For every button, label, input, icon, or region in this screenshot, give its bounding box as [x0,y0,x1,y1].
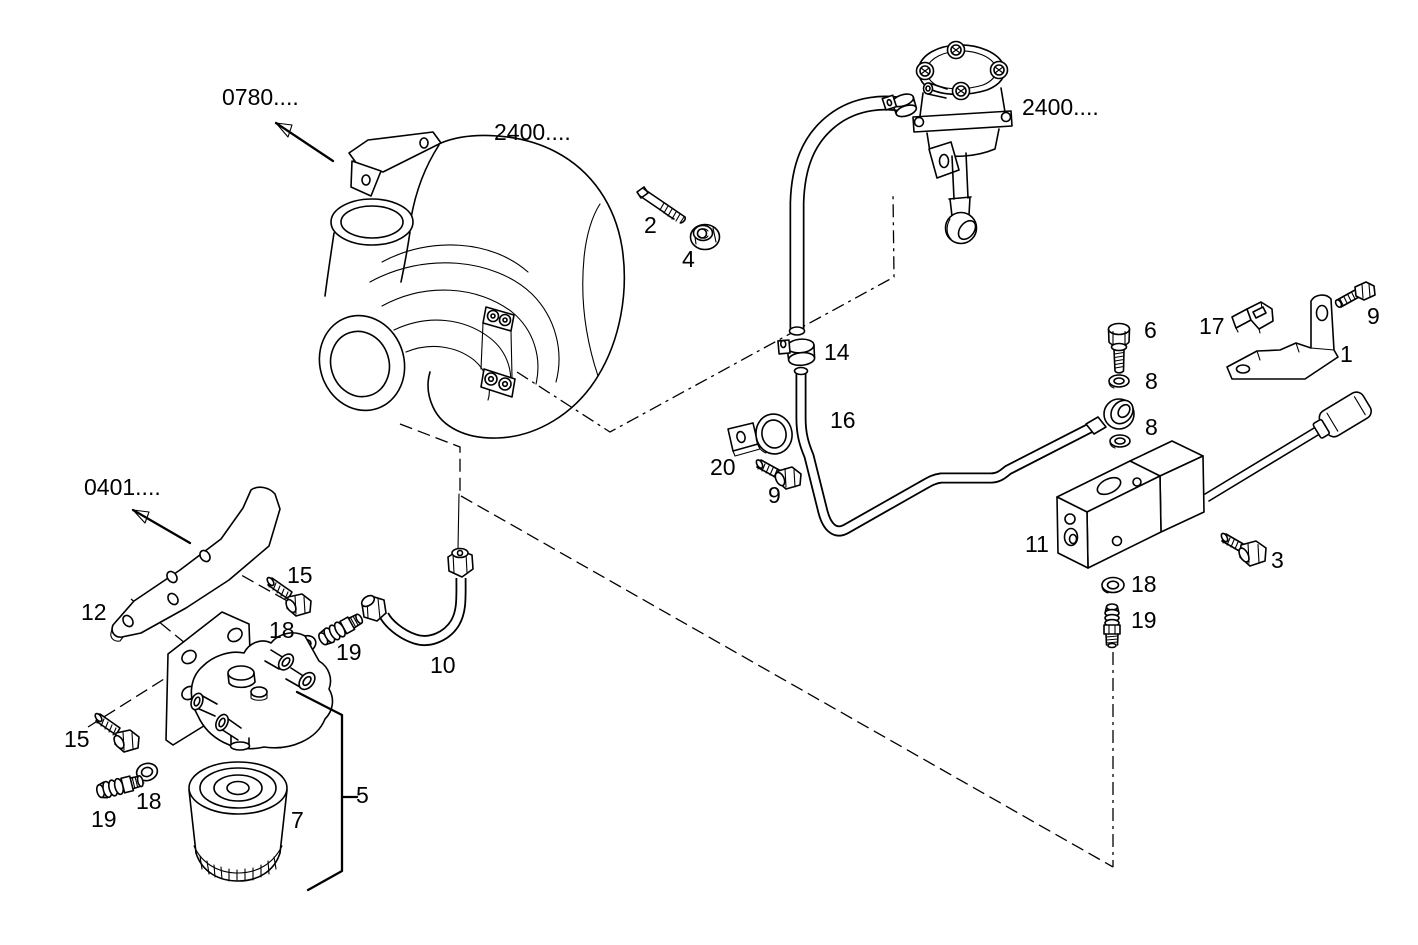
bolt-3 [1220,532,1267,567]
fitting-19-mid [318,613,364,646]
pipe-16 [793,366,1135,537]
fitting-19-left [95,775,144,799]
clip-17 [1231,301,1274,334]
washer-8-upper [1108,374,1130,389]
washer-18-left [135,762,159,784]
washer-18-right [1101,576,1125,594]
filter-cartridge-7 [188,761,288,882]
filter-head [165,611,334,751]
bolt-15-upper [266,576,312,617]
banjo-bolt-6 [1107,322,1131,374]
bracket-1 [1226,294,1339,380]
bolt-9-clamp [755,459,802,490]
bracket-plate-12 [110,486,281,642]
bolt-15-lower [94,712,140,753]
fuel-hose [788,95,915,336]
arrow-0401 [131,508,192,545]
washer-8-lower [1109,434,1131,449]
fitting-19-right [1103,603,1121,649]
hose-clamp-top [881,93,918,118]
hose-clamp-14 [777,338,816,367]
clamp-20 [727,413,793,457]
arrow-0780 [274,121,335,163]
nut-4 [689,223,721,251]
assembly-bracket-5 [295,690,359,892]
valve-block-11 [1056,391,1372,569]
pump-cover-bolts [915,40,1009,101]
bolt-9-bracket [1334,281,1376,308]
pipe-10 [360,547,474,646]
turbocharger-drawing [318,131,626,439]
stud-2 [636,186,687,224]
fuel-pump-drawing [912,40,1013,245]
